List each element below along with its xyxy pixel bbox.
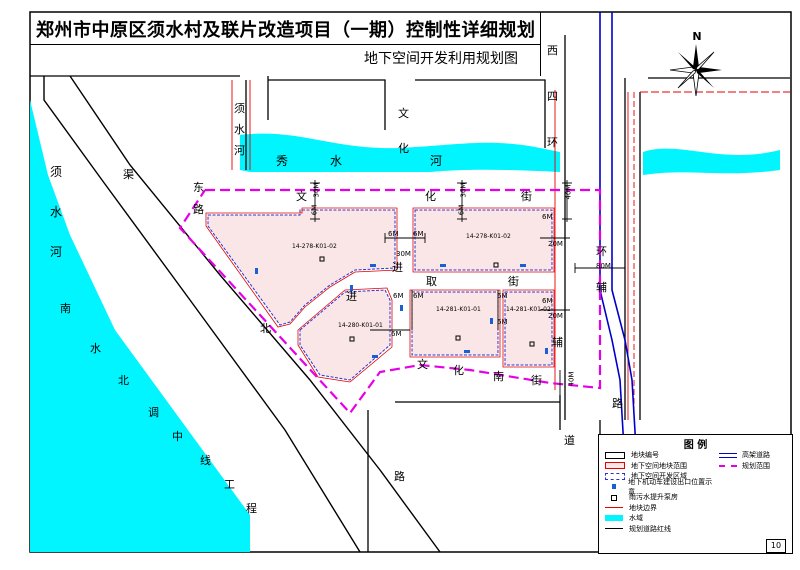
legend-item-label: 雨污水提升泵房: [629, 493, 678, 502]
map-title: 郑州市中原区须水村及联片改造项目（一期）控制性详细规划: [36, 20, 536, 41]
pump-station-markers: [319, 256, 535, 347]
map-subtitle: 地下空间开发利用规划图: [364, 51, 518, 67]
legend-item: 雨污水提升泵房: [605, 492, 715, 503]
road-width-label: 30M: [396, 250, 411, 258]
road-width-label: 6M: [542, 213, 553, 221]
street-label-xisi-huan: 西四环: [547, 44, 558, 149]
legend-item: 地块边界: [605, 503, 715, 514]
water-east-channel: [643, 148, 780, 175]
water-swatch: [605, 515, 623, 522]
compass-icon: [669, 44, 722, 97]
legend-item-label: 规划范围: [742, 461, 770, 470]
planning-boundary-swatch: [719, 464, 737, 467]
road-width-label: 6M: [497, 318, 508, 326]
legend-item-label: 地下空间开发区域: [631, 472, 687, 481]
street-label-xishui-he-left: 须水河: [50, 165, 63, 259]
legend-item-label: 地下机动车建设出口位置示意: [628, 477, 713, 496]
road-width-label: 20M: [548, 312, 563, 320]
road-width-label: 6M: [413, 230, 424, 238]
legend-title: 图 例: [683, 440, 708, 451]
road-redline-swatch: [605, 528, 623, 530]
exit-marker-swatch: [605, 484, 622, 490]
road-width-label: 6M: [310, 204, 319, 216]
road-width-label: 6M: [457, 204, 466, 216]
legend-item-label: 规划道路红线: [629, 524, 671, 533]
road-width-label: 6M: [413, 292, 424, 300]
red-road-lines: [231, 80, 790, 420]
legend-item-label: 高架道路: [742, 451, 770, 460]
road-width-label: 6M: [391, 330, 402, 338]
legend-item-label: 水域: [629, 514, 643, 523]
parcel-boundaries: [205, 207, 555, 383]
parcel-label: 14-280-K01-01: [338, 322, 383, 329]
elevated-road-swatch: [719, 452, 737, 458]
street-label-xisi-huan-fulu: 环辅: [596, 245, 607, 294]
legend-item: 规划范围: [719, 461, 789, 472]
street-label-xiushui-he: 秀水河: [276, 154, 443, 168]
parcel-278-east: [414, 209, 553, 271]
road-width-label: 6M: [497, 292, 508, 300]
north-label: N: [692, 30, 702, 43]
pump-swatch: [605, 494, 623, 501]
parcel-281-west: [411, 291, 499, 356]
parcel-label: 14-278-K01-02: [292, 243, 337, 250]
underground-area-swatch: [605, 472, 625, 480]
diagonal-road: [43, 75, 441, 553]
street-label-xishui-he-top: 须水河: [234, 102, 245, 157]
street-label-wenhua-jie-v: 文化: [398, 107, 409, 155]
road-width-label: 6M: [542, 297, 553, 305]
legend-item: 地下空间地块范围: [605, 461, 715, 472]
street-label-qudong-lu: 渠: [123, 168, 134, 181]
legend-item-label: 地块编号: [631, 451, 659, 460]
underground-exit-markers: [255, 264, 548, 358]
underground-scope-swatch: [605, 462, 625, 470]
parcel-label: 14-278-K01-02: [466, 233, 511, 240]
legend-item: 水域: [605, 513, 715, 524]
road-width-label: 40M: [564, 184, 573, 200]
water-xishui-river: [30, 100, 250, 552]
title-divider: [540, 12, 541, 76]
parcel-boundary-swatch: [605, 507, 623, 509]
water-xiushui-river: [240, 133, 560, 172]
parcel-label: 14-281-K01-01: [436, 306, 481, 313]
street-label-jinqu-diag: 进: [346, 290, 357, 303]
road-width-label: 6M: [388, 230, 399, 238]
legend-item: 规划道路红线: [605, 524, 715, 535]
legend-item: 地块编号: [605, 450, 715, 461]
legend-item: 地下空间开发区域: [605, 471, 715, 482]
parcel-code-swatch: [605, 451, 625, 459]
legend-item: 高架道路: [719, 450, 789, 461]
road-width-label: 20M: [548, 240, 563, 248]
street-label-lu: 路: [612, 397, 623, 410]
parcel-280: [299, 289, 391, 381]
parcel-278-west: [207, 209, 396, 326]
legend-item-label: 地块边界: [629, 503, 657, 512]
road-grid: [30, 35, 790, 552]
street-label-fulu: 辅: [552, 336, 563, 349]
road-width-label: 40M: [567, 371, 576, 387]
dimension-markers: [310, 180, 626, 412]
legend-item-label: 地下空间地块范围: [631, 461, 687, 470]
planning-boundary: [178, 188, 602, 415]
title-underline: [30, 44, 540, 45]
road-width-label: 80M: [596, 262, 611, 270]
parcel-label: 14-281-K01-02: [506, 306, 551, 313]
street-label-wenhua-jie-h: 文化街: [296, 190, 532, 203]
road-width-label: 6M: [393, 292, 404, 300]
parcels: [207, 209, 553, 381]
legend-item: 地下机动车建设出口位置示意: [605, 478, 715, 496]
street-label-qudong-lu-2: 东路: [193, 181, 204, 216]
legend: 图 例 地块编号 地下空间地块范围 地下空间开发区域 地下机动车建设出口位置示意…: [598, 434, 793, 554]
page-number: 10: [766, 539, 786, 553]
